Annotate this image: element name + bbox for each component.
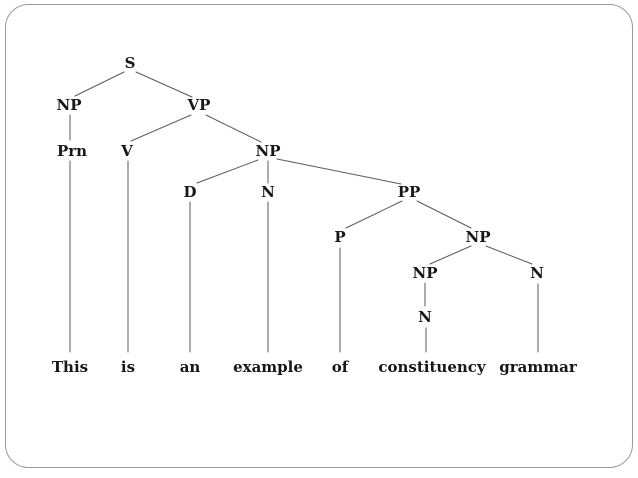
edge-s-to-np-subject [74,71,125,97]
edge-np-pp-object-to-n-final [485,245,533,265]
node-label-d: D [183,183,196,201]
tree-words: This is an example of constituency gramm… [52,358,578,376]
word-an: an [180,358,201,376]
word-is: is [121,358,135,376]
edge-vp-to-v [130,114,192,142]
word-this: This [52,358,88,376]
node-label-n-head: N [261,183,275,201]
edge-np-object-to-pp [276,158,402,185]
edge-pp-to-np-pp-object [416,200,472,229]
edge-np-pp-object-to-np-modifier [429,245,472,265]
node-label-p: P [334,228,345,246]
node-label-pp: PP [398,183,421,201]
edge-np-object-to-d [196,159,259,184]
word-grammar: grammar [499,358,578,376]
edge-pp-to-p [345,200,403,229]
node-label-np-object: NP [256,142,281,160]
slide-frame [5,4,633,468]
word-constituency: constituency [378,358,487,376]
node-label-n-final: N [530,264,544,282]
node-label-n-modifier: N [418,308,432,326]
node-label-s: S [125,54,136,72]
node-label-vp: VP [187,96,211,114]
edge-s-to-vp [135,71,193,98]
tree-nodes: S NP VP Prn V NP D N PP P NP NP N N [57,54,545,326]
tree-edges [69,71,539,353]
node-label-np-modifier: NP [413,264,438,282]
node-label-np-subject: NP [57,96,82,114]
node-label-v: V [120,142,133,160]
word-of: of [332,358,350,376]
node-label-np-pp-object: NP [466,228,491,246]
edge-vp-to-np-object [205,114,262,143]
word-example: example [233,358,303,376]
node-label-prn: Prn [57,142,87,160]
